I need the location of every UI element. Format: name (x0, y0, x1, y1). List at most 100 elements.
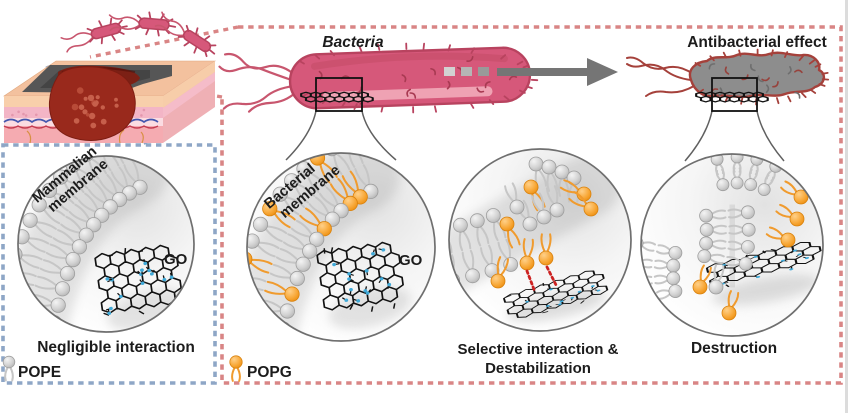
lipid-head (469, 213, 485, 229)
lipid-tail (64, 179, 85, 193)
oxide-group (118, 294, 123, 299)
spike (136, 14, 143, 21)
transition-arrow (444, 58, 618, 86)
lipid-tail (89, 157, 107, 175)
lipid-tail (131, 160, 140, 183)
popg-lipid (692, 264, 712, 295)
oxide-group (755, 276, 761, 279)
pope-lipid (45, 243, 81, 268)
arrow-shaft (497, 68, 589, 76)
lipid-tail (88, 158, 100, 180)
oxide-group (797, 253, 802, 256)
lipid-head (284, 286, 300, 302)
spike (145, 28, 150, 36)
lipid-head (583, 201, 599, 217)
lipid-head (716, 178, 730, 192)
flagellum (109, 24, 140, 32)
spike (117, 30, 125, 35)
oxide-group (596, 289, 601, 292)
membrane-shadow (703, 195, 762, 297)
pope-lipid (282, 233, 318, 259)
oxide-group (363, 289, 368, 293)
lipid-tail (63, 180, 79, 200)
popg-lipid (229, 355, 243, 382)
lipid-tail (488, 244, 493, 267)
lipid-tail (18, 272, 37, 278)
destruction-view-outline (640, 153, 824, 337)
oxide-group (169, 275, 174, 279)
granulation-dots (71, 87, 119, 129)
spike (183, 41, 190, 47)
lipid-tail (497, 241, 509, 261)
lipid-tail (60, 223, 82, 234)
lipid-tail (295, 219, 314, 237)
skin-side-epidermis (163, 61, 215, 108)
window-edge (845, 0, 848, 413)
pope-lipid (34, 275, 71, 297)
pope-lipid (110, 166, 137, 201)
lipid-head (708, 279, 724, 295)
pilus-mark (409, 92, 417, 99)
lipid-head (283, 173, 300, 189)
lipid-head (54, 281, 71, 297)
pope-lipid (41, 182, 75, 212)
go-edge-bond (349, 304, 354, 310)
lipid-tail (256, 241, 280, 249)
lipid-head (509, 199, 525, 215)
lipid-tail (52, 237, 75, 246)
magnifier-neck-right (684, 110, 785, 162)
spike (98, 20, 103, 27)
dermis-dot (24, 114, 28, 117)
lipid-tail (68, 210, 90, 223)
lipid-head (490, 273, 506, 289)
flagellum (247, 90, 298, 113)
spike (353, 103, 358, 110)
lipid-head (296, 161, 312, 177)
pope-lipid (53, 169, 85, 200)
popg-lipid (519, 238, 535, 271)
lipid-head (536, 209, 552, 225)
arrow-dash-2 (461, 67, 472, 76)
spike (177, 35, 186, 38)
oxide-group (107, 311, 112, 315)
spike (516, 60, 524, 66)
popg-lipid (264, 280, 300, 302)
spike (798, 55, 804, 62)
spike (469, 102, 475, 109)
granulation-dot (82, 109, 88, 115)
pope-lipid (546, 185, 565, 218)
go-flake (94, 244, 182, 316)
granulation-dot (92, 101, 98, 107)
lipid-head (741, 222, 756, 237)
lipid-head (549, 202, 565, 218)
pope-lipid (697, 249, 725, 265)
lipid-tail (287, 233, 307, 249)
lipid-head (65, 252, 81, 268)
mammalian-view-outline (17, 155, 195, 333)
pope-lipid (708, 264, 725, 295)
lipid-tail (247, 316, 257, 321)
lipid-tail (294, 184, 309, 204)
pope-lipid (2, 355, 16, 382)
lipid-tail (88, 188, 107, 205)
spike (377, 43, 381, 51)
bacterial-view-outline (246, 152, 436, 342)
oxide-group (559, 300, 564, 303)
lipid-head (789, 211, 805, 227)
lipid-tail (347, 153, 356, 168)
lipid-tail (33, 222, 53, 238)
dermis-dot (142, 108, 146, 112)
popg-lipid (490, 256, 509, 289)
lipid-tail (264, 289, 288, 295)
lipid-head (247, 251, 253, 267)
oxide-group (105, 277, 110, 281)
popg-lipid (499, 216, 521, 249)
flagellum (161, 11, 186, 34)
spike (500, 54, 507, 60)
spike (694, 62, 702, 67)
go-edge-bond (106, 254, 113, 257)
lipid-tail (106, 174, 118, 196)
pilus-mark (749, 63, 756, 72)
go-flake (503, 270, 609, 318)
